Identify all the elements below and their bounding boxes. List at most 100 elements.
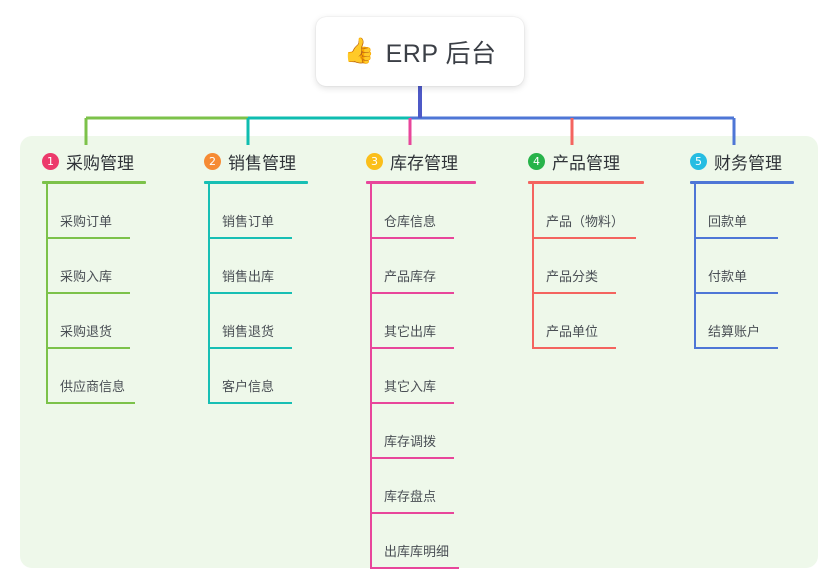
branch-item-rule [370,237,454,239]
branch-item-rule [46,402,135,404]
thumbs-up-emoji: 👍 [343,37,375,65]
branch-underline [366,181,476,184]
branch-item[interactable]: 客户信息 [204,349,308,404]
branch-item-label: 产品（物料） [546,214,625,229]
root-node[interactable]: 👍 ERP 后台 [316,17,524,86]
branch-title: 销售管理 [228,153,296,173]
branch-item-rule [694,292,778,294]
branch-item-label: 产品单位 [546,324,599,339]
branch-header-4[interactable]: 4 产品管理 [528,148,644,174]
branch-item-label: 采购退货 [60,324,113,339]
diagram-panel [20,136,818,568]
branch-item[interactable]: 采购订单 [42,184,146,239]
branch-header-5[interactable]: 5 财务管理 [690,148,794,174]
branch-item[interactable]: 库存调拨 [366,404,476,459]
branch-item[interactable]: 结算账户 [690,294,794,349]
branch-column-3: 3 库存管理仓库信息产品库存其它出库其它入库库存调拨库存盘点出库库明细 [366,148,476,569]
branch-item[interactable]: 产品库存 [366,239,476,294]
branch-spine [208,184,210,404]
branch-item[interactable]: 付款单 [690,239,794,294]
branch-column-1: 1 采购管理采购订单采购入库采购退货供应商信息 [42,148,146,404]
branch-item-rule [46,237,130,239]
branch-item-label: 采购入库 [60,269,113,284]
branch-item-list: 采购订单采购入库采购退货供应商信息 [42,184,146,404]
branch-item-label: 销售订单 [222,214,275,229]
branch-item-rule [694,237,778,239]
branch-item-rule [532,292,616,294]
branch-item-rule [370,347,454,349]
branch-item[interactable]: 产品（物料） [528,184,644,239]
branch-item-rule [532,347,616,349]
branch-item[interactable]: 回款单 [690,184,794,239]
branch-item-label: 付款单 [708,269,748,284]
branch-underline [204,181,308,184]
branch-underline [690,181,794,184]
branch-item[interactable]: 其它出库 [366,294,476,349]
branch-number-badge: 2 [204,152,221,170]
branch-item-rule [370,402,454,404]
branch-item-label: 回款单 [708,214,748,229]
branch-title: 采购管理 [66,153,134,173]
branch-underline [42,181,146,184]
branch-number-badge: 3 [366,152,383,170]
branch-item-list: 销售订单销售出库销售退货客户信息 [204,184,308,404]
branch-item-label: 出库库明细 [384,544,450,559]
branch-item-rule [46,347,130,349]
branch-item[interactable]: 销售退货 [204,294,308,349]
branch-column-4: 4 产品管理产品（物料） 产品分类产品单位 [528,148,644,349]
branch-item-list: 回款单付款单结算账户 [690,184,794,349]
branch-column-5: 5 财务管理回款单付款单结算账户 [690,148,794,349]
branch-item[interactable]: 仓库信息 [366,184,476,239]
branch-item-label: 库存盘点 [384,489,437,504]
branch-item-rule [370,292,454,294]
branch-spine [532,184,534,349]
branch-item-rule [370,512,454,514]
branch-spine [46,184,48,404]
branch-title: 产品管理 [552,153,620,173]
branch-item-label: 其它入库 [384,379,437,394]
branch-number-badge: 4 [528,152,545,170]
branch-underline [528,181,644,184]
branch-item[interactable]: 出库库明细 [366,514,476,569]
branch-spine [370,184,372,569]
branch-item-label: 客户信息 [222,379,275,394]
branch-item-list: 仓库信息产品库存其它出库其它入库库存调拨库存盘点出库库明细 [366,184,476,569]
branch-item-label: 产品库存 [384,269,437,284]
branch-header-1[interactable]: 1 采购管理 [42,148,146,174]
branch-item[interactable]: 产品单位 [528,294,644,349]
branch-item[interactable]: 采购退货 [42,294,146,349]
branch-item-label: 其它出库 [384,324,437,339]
branch-item-rule [208,347,292,349]
branch-header-3[interactable]: 3 库存管理 [366,148,476,174]
branch-item[interactable]: 销售订单 [204,184,308,239]
branch-item-label: 采购订单 [60,214,113,229]
branch-item[interactable]: 采购入库 [42,239,146,294]
branch-item-rule [370,567,459,569]
branch-item[interactable]: 供应商信息 [42,349,146,404]
branch-item-label: 供应商信息 [60,379,126,394]
branch-item-rule [532,237,636,239]
branch-item-rule [694,347,778,349]
branch-item-label: 库存调拨 [384,434,437,449]
branch-item-list: 产品（物料） 产品分类产品单位 [528,184,644,349]
branch-item-label: 销售退货 [222,324,275,339]
branch-item[interactable]: 产品分类 [528,239,644,294]
branch-item[interactable]: 其它入库 [366,349,476,404]
branch-item[interactable]: 销售出库 [204,239,308,294]
branch-item-rule [208,292,292,294]
root-title: ERP 后台 [385,39,497,68]
branch-item-label: 结算账户 [708,324,761,339]
branch-item-rule [208,237,292,239]
branch-column-2: 2 销售管理销售订单销售出库销售退货客户信息 [204,148,308,404]
branch-title: 财务管理 [714,153,782,173]
branch-item-label: 销售出库 [222,269,275,284]
branch-number-badge: 5 [690,152,707,170]
branch-header-2[interactable]: 2 销售管理 [204,148,308,174]
branch-title: 库存管理 [390,153,458,173]
branch-item[interactable]: 库存盘点 [366,459,476,514]
branch-number-badge: 1 [42,152,59,170]
branch-item-label: 仓库信息 [384,214,437,229]
branch-item-rule [208,402,292,404]
branch-item-rule [46,292,130,294]
